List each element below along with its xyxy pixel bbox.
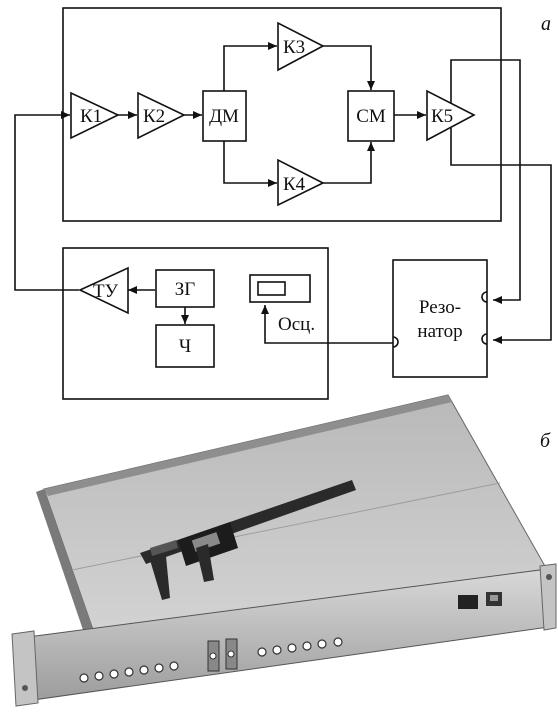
svg-text:ДМ: ДМ — [209, 106, 239, 127]
panel-a-label: а — [541, 13, 551, 35]
svg-text:К4: К4 — [283, 174, 306, 195]
svg-text:Ч: Ч — [179, 336, 191, 357]
svg-text:ТУ: ТУ — [93, 281, 119, 302]
svg-text:ЗГ: ЗГ — [175, 279, 196, 300]
device-photo: б — [12, 395, 556, 706]
svg-text:К3: К3 — [283, 37, 305, 58]
svg-text:К1: К1 — [80, 106, 102, 127]
rack-ear-left — [12, 631, 38, 706]
svg-text:К5: К5 — [431, 106, 453, 127]
block-dm: ДМ — [203, 91, 246, 141]
svg-text:Осц.: Осц. — [278, 314, 315, 335]
svg-text:СМ: СМ — [356, 106, 386, 127]
svg-text:Резо-: Резо- — [419, 297, 461, 318]
block-diagram: а К1 К2 ДМ К3 К4 СМ — [15, 8, 551, 399]
svg-text:натор: натор — [417, 321, 462, 342]
block-zg: ЗГ — [156, 270, 214, 307]
resonator: Резо- натор — [393, 260, 487, 377]
panel-b-label: б — [540, 430, 551, 452]
block-cm: СМ — [348, 91, 394, 141]
svg-text:К2: К2 — [143, 106, 165, 127]
block-ch: Ч — [156, 325, 214, 367]
